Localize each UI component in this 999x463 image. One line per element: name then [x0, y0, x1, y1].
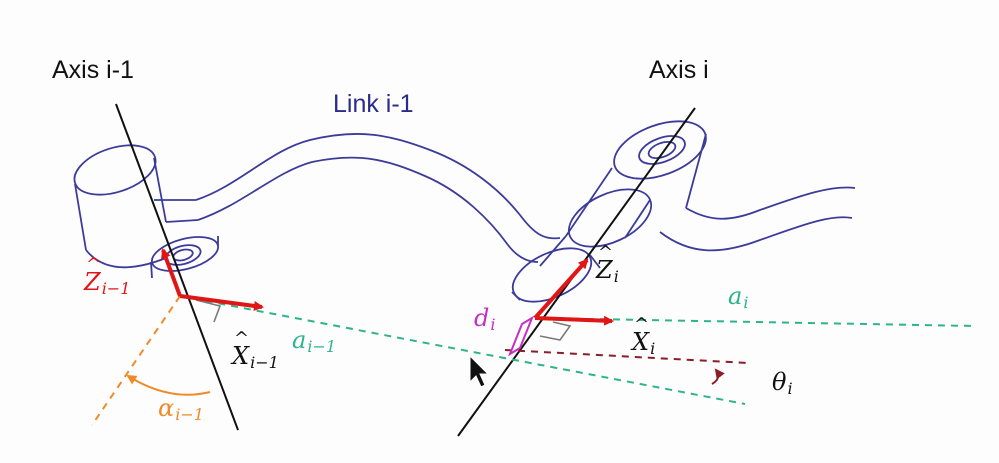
a-prev-subscript: i−1	[307, 337, 337, 356]
link-arm-lower-edge	[197, 156, 539, 263]
alpha-prev-symbol: α	[158, 394, 175, 422]
offset-d-bracket	[507, 315, 535, 357]
z-curr-subscript: i	[613, 267, 619, 286]
theta-subscript: i	[787, 379, 793, 398]
z-prev-arrow	[161, 248, 182, 297]
axis-i-minus-1-label: Axis i-1	[52, 56, 134, 84]
x-prev-projection	[504, 349, 749, 364]
link-i-minus-1-label: Link i-1	[333, 90, 414, 118]
right-angle-curr	[539, 321, 572, 341]
common-normal-a-i-minus-1	[179, 295, 746, 405]
mouse-cursor-icon	[469, 354, 490, 388]
right-mid-ring	[567, 188, 653, 248]
z-curr-label: Zi	[596, 244, 619, 286]
left-cylinder-side-left	[74, 183, 87, 251]
a-prev-label: ai−1	[292, 328, 336, 355]
alpha-prev-label: αi−1	[158, 396, 204, 423]
z-curr-symbol: Z	[596, 244, 613, 282]
x-prev-subscript: i−1	[250, 353, 279, 372]
x-curr-arrow	[534, 315, 614, 326]
x-curr-label: Xi	[632, 316, 656, 358]
x-prev-symbol: X	[232, 330, 249, 368]
common-normal-a-i	[534, 317, 976, 327]
right-top-cylinder	[613, 120, 707, 180]
right-top-hole	[638, 135, 686, 165]
z-curr-arrow	[533, 258, 589, 320]
theta-arc	[711, 368, 725, 385]
link-i-edge-upper	[685, 186, 856, 220]
a-prev-symbol: a	[292, 326, 307, 354]
d-subscript: i	[490, 315, 496, 334]
alpha-arc	[126, 374, 211, 396]
axis-i-label: Axis i	[649, 56, 709, 84]
d-label: di	[474, 306, 496, 333]
z-prev-projection	[91, 295, 181, 426]
left-cylinder-top	[73, 144, 157, 196]
x-curr-subscript: i	[650, 339, 656, 358]
link-body	[73, 120, 856, 303]
theta-symbol: θ	[772, 368, 787, 396]
link-arm-upper-edge	[195, 133, 561, 240]
link-i-edge-lower	[659, 216, 853, 252]
z-prev-symbol: Z	[84, 256, 101, 294]
a-curr-symbol: a	[728, 282, 743, 310]
theta-label: θi	[772, 370, 793, 397]
z-prev-label: Zi−1	[84, 256, 131, 298]
x-curr-symbol: X	[632, 316, 649, 354]
left-collar	[151, 236, 219, 272]
a-curr-label: ai	[728, 284, 748, 311]
x-prev-arrow	[179, 294, 264, 311]
left-cylinder-side-right	[153, 157, 167, 223]
a-curr-subscript: i	[743, 293, 749, 312]
x-prev-label: Xi−1	[232, 330, 279, 372]
right-angle-prev	[195, 299, 222, 323]
axis-i-minus-1-line	[115, 103, 239, 431]
alpha-prev-subscript: i−1	[175, 405, 204, 424]
z-prev-subscript: i−1	[101, 279, 131, 298]
d-symbol: d	[474, 304, 490, 332]
